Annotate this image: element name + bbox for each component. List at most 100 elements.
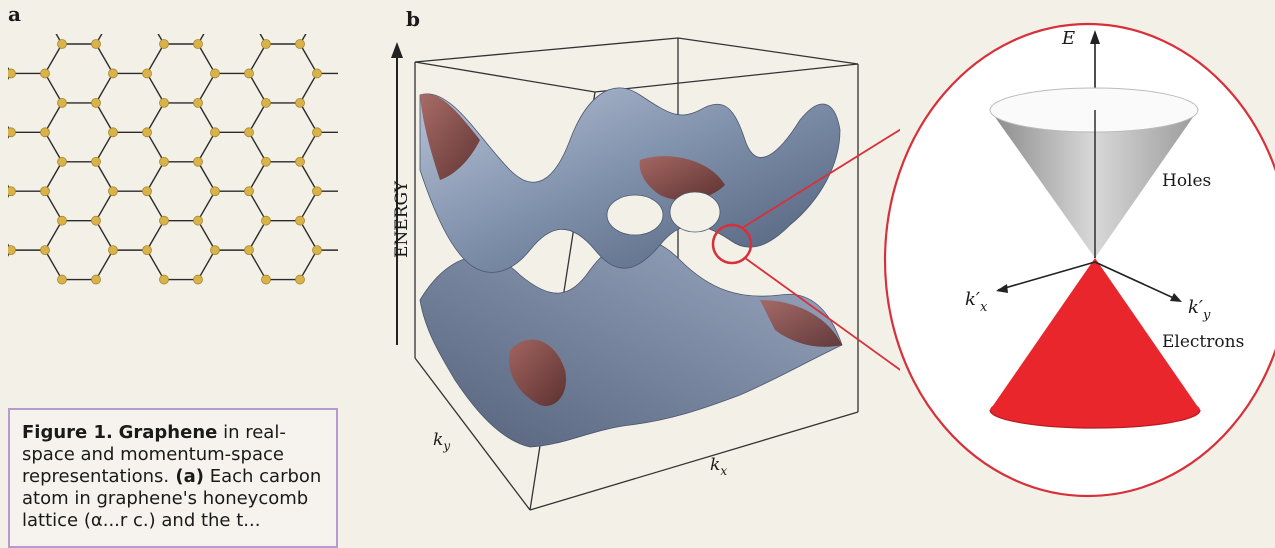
lattice-bond: [248, 249, 267, 280]
electrons-label: Electrons: [1162, 332, 1244, 352]
ky-prime-label: k′y: [1188, 297, 1211, 323]
lattice-bond: [95, 249, 114, 280]
carbon-atom: [57, 97, 67, 108]
carbon-atom: [108, 127, 118, 138]
lattice-bond: [95, 34, 103, 45]
lattice-bond: [299, 249, 318, 280]
caption-figure-label: Figure 1.: [22, 422, 113, 443]
kx-prime-label: k′x: [965, 289, 988, 315]
lattice-bond: [8, 190, 12, 198]
carbon-atom: [8, 127, 16, 138]
lattice-bond: [197, 161, 216, 192]
carbon-atom: [261, 274, 271, 285]
carbon-atom: [261, 156, 271, 167]
lattice-bond: [146, 102, 165, 133]
lattice-bond: [95, 131, 114, 163]
carbon-atom: [40, 127, 50, 138]
lattice-bond: [44, 249, 63, 280]
lattice-bond: [197, 43, 216, 74]
ky-axis-label: ky: [433, 430, 450, 453]
dirac-cone-inset: E k′x k′y Holes Electrons: [883, 22, 1275, 498]
carbon-atom: [40, 245, 50, 256]
carbon-atom: [8, 186, 16, 197]
energy-axis: [391, 42, 403, 345]
lattice-bond: [299, 102, 318, 133]
lattice-bond: [299, 161, 318, 192]
caption-text-1: in real-space and momentum-space represe…: [22, 422, 286, 487]
zoom-line-top: [741, 128, 900, 229]
lattice-bond: [299, 34, 307, 45]
lattice-bond: [95, 73, 114, 104]
carbon-atom: [295, 156, 305, 167]
carbon-atom: [261, 39, 271, 49]
carbon-atom: [108, 186, 118, 197]
carbon-atom: [295, 215, 305, 226]
carbon-atom: [193, 215, 203, 226]
lattice-bond: [146, 73, 165, 104]
carbon-atom: [57, 156, 67, 167]
lattice-bond: [8, 131, 12, 139]
carbon-atom: [142, 186, 152, 197]
caption-text-2: Each carbon atom in graphene's honeycomb…: [22, 466, 322, 531]
carbon-atom: [159, 39, 169, 49]
carbon-atom: [40, 68, 50, 79]
lattice-bond: [8, 34, 11, 44]
holes-label: Holes: [1162, 171, 1211, 191]
lattice-bond: [197, 190, 216, 222]
lattice-bond: [157, 34, 165, 45]
inset-e-label: E: [1061, 28, 1075, 49]
carbon-atom: [244, 245, 254, 256]
lattice-bond: [197, 34, 205, 45]
lattice-bond: [95, 190, 114, 222]
caption-title-word: Graphene: [118, 422, 218, 443]
carbon-atom: [210, 127, 220, 138]
carbon-atom: [108, 245, 118, 256]
lattice-bond: [95, 220, 114, 251]
lattice-bond: [248, 73, 267, 104]
dirac-point-highlight: [711, 223, 753, 265]
lattice-bond: [8, 73, 12, 81]
holes-cone: [989, 87, 1199, 258]
lattice-bond: [197, 220, 216, 251]
honeycomb-lattice: [8, 34, 338, 285]
lattice-bond: [95, 43, 114, 74]
carbon-atom: [244, 127, 254, 138]
carbon-atom: [159, 156, 169, 167]
lattice-bond: [95, 161, 114, 192]
carbon-atom: [91, 215, 101, 226]
lattice-bond: [299, 43, 318, 74]
lattice-bond: [197, 249, 216, 280]
lattice-bond: [8, 125, 12, 133]
energy-axis-label: ENERGY: [392, 180, 412, 258]
carbon-atom: [40, 186, 50, 197]
carbon-atom: [295, 39, 305, 49]
carbon-atom: [142, 127, 152, 138]
lattice-bond: [146, 131, 165, 163]
carbon-atom: [312, 127, 322, 138]
carbon-atom: [261, 97, 271, 108]
carbon-atom: [295, 274, 305, 285]
carbon-atom: [159, 97, 169, 108]
ky-prime-axis: [1094, 261, 1179, 301]
lattice-bond: [8, 243, 12, 251]
lattice-bond: [146, 190, 165, 222]
carbon-atom: [193, 156, 203, 167]
lattice-bond: [299, 73, 318, 104]
lattice-bond: [44, 43, 63, 74]
lattice-bond: [299, 190, 318, 222]
carbon-atom: [210, 68, 220, 79]
figure-caption: Figure 1. Graphene in real-space and mom…: [8, 408, 338, 548]
carbon-atom: [193, 39, 203, 49]
carbon-atom: [108, 68, 118, 79]
lattice-bond: [44, 161, 63, 192]
lattice-bond: [8, 249, 12, 257]
carbon-atom: [210, 245, 220, 256]
carbon-atom: [8, 68, 16, 79]
lattice-bond: [44, 190, 63, 222]
lattice-bond: [248, 190, 267, 222]
carbon-atom: [244, 186, 254, 197]
lattice-bond: [197, 102, 216, 133]
zoom-line-bottom: [744, 257, 900, 371]
kx-axis-label: kx: [710, 455, 727, 478]
electrons-cone: [989, 258, 1201, 429]
